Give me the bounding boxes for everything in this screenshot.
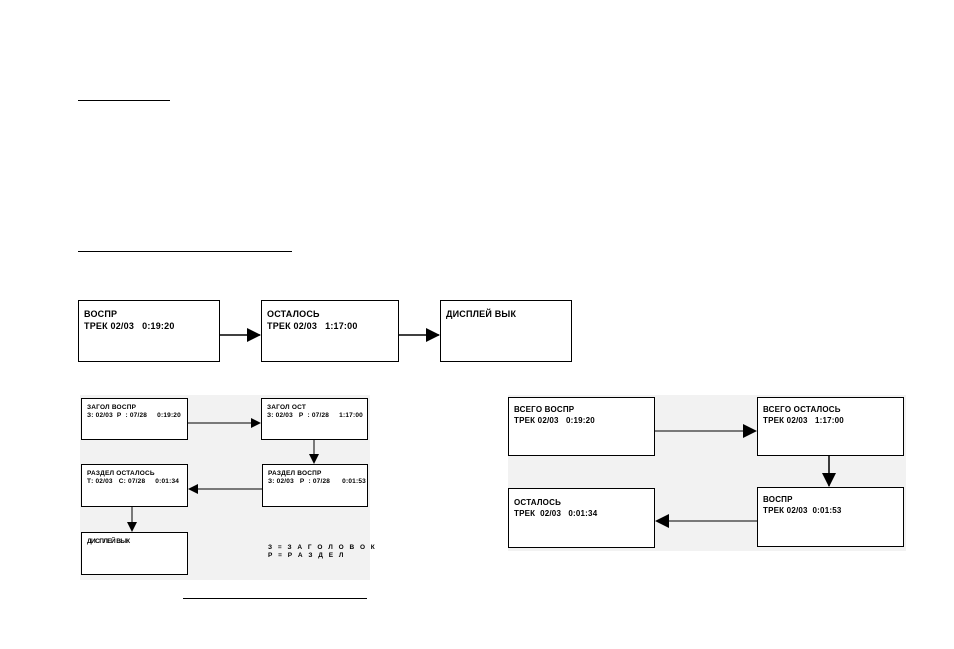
left-box-title-remaining: ЗАГОЛ ОСТ З: 02/03 Р : 07/28 1:17:00 — [261, 398, 368, 440]
box-line1: РАЗДЕЛ ОСТАЛОСЬ — [87, 470, 155, 477]
box-line1: ЗАГОЛ ВОСПР — [87, 404, 137, 411]
box-line2: ТРЕК 02/03 0:19:20 — [84, 321, 175, 331]
box-line2: ТРЕК 02/03 1:17:00 — [763, 416, 844, 425]
left-box-title-play: ЗАГОЛ ВОСПР З: 02/03 Р : 07/28 0:19:20 — [81, 398, 188, 440]
box-line2: ТРЕК 02/03 0:01:53 — [763, 506, 842, 515]
box-line2: Т: 02/03 С: 07/28 0:01:34 — [87, 478, 180, 485]
left-box-chapter-remaining: РАЗДЕЛ ОСТАЛОСЬ Т: 02/03 С: 07/28 0:01:3… — [81, 464, 188, 507]
box-line1: ВСЕГО ОСТАЛОСЬ — [763, 405, 841, 414]
box-line2: З: 02/03 Р : 07/28 0:01:53 — [268, 478, 366, 485]
box-line1: РАЗДЕЛ ВОСПР — [268, 470, 322, 477]
box-line1: ДИСПЛЕЙ ВЫК — [87, 538, 130, 545]
box-line1: ВСЕГО ВОСПР — [514, 405, 575, 414]
legend-chapter: Р = Р А З Д Е Л — [268, 552, 346, 559]
heading-underline-1 — [78, 100, 170, 101]
row1-box-play: ВОСПР ТРЕК 02/03 0:19:20 — [78, 300, 220, 362]
right-box-play: ВОСПР ТРЕК 02/03 0:01:53 — [757, 487, 904, 547]
box-line1: ЗАГОЛ ОСТ — [267, 404, 306, 411]
box-line2: ТРЕК 02/03 1:17:00 — [267, 321, 358, 331]
heading-underline-2 — [78, 251, 292, 252]
left-box-display-off: ДИСПЛЕЙ ВЫК — [81, 532, 188, 575]
legend-title: З = З А Г О Л О В О К — [268, 544, 377, 551]
box-line2: З: 02/03 Р : 07/28 0:19:20 — [87, 412, 181, 419]
box-line2: З: 02/03 Р : 07/28 1:17:00 — [267, 412, 363, 419]
row1-box-display-off: ДИСПЛЕЙ ВЫК — [440, 300, 572, 362]
caption-underline — [183, 598, 367, 599]
box-line1: ВОСПР — [763, 495, 793, 504]
box-line2: ТРЕК 02/03 0:01:34 — [514, 509, 598, 518]
box-line1: ОСТАЛОСЬ — [267, 309, 320, 319]
right-box-total-remaining: ВСЕГО ОСТАЛОСЬ ТРЕК 02/03 1:17:00 — [757, 397, 904, 456]
box-line2: ТРЕК 02/03 0:19:20 — [514, 416, 595, 425]
right-box-total-play: ВСЕГО ВОСПР ТРЕК 02/03 0:19:20 — [508, 397, 655, 456]
row1-box-remaining: ОСТАЛОСЬ ТРЕК 02/03 1:17:00 — [261, 300, 399, 362]
left-box-chapter-play: РАЗДЕЛ ВОСПР З: 02/03 Р : 07/28 0:01:53 — [262, 464, 368, 507]
box-line1: ОСТАЛОСЬ — [514, 498, 562, 507]
right-box-remaining: ОСТАЛОСЬ ТРЕК 02/03 0:01:34 — [508, 488, 655, 548]
box-line1: ДИСПЛЕЙ ВЫК — [446, 309, 517, 319]
box-line1: ВОСПР — [84, 309, 118, 319]
